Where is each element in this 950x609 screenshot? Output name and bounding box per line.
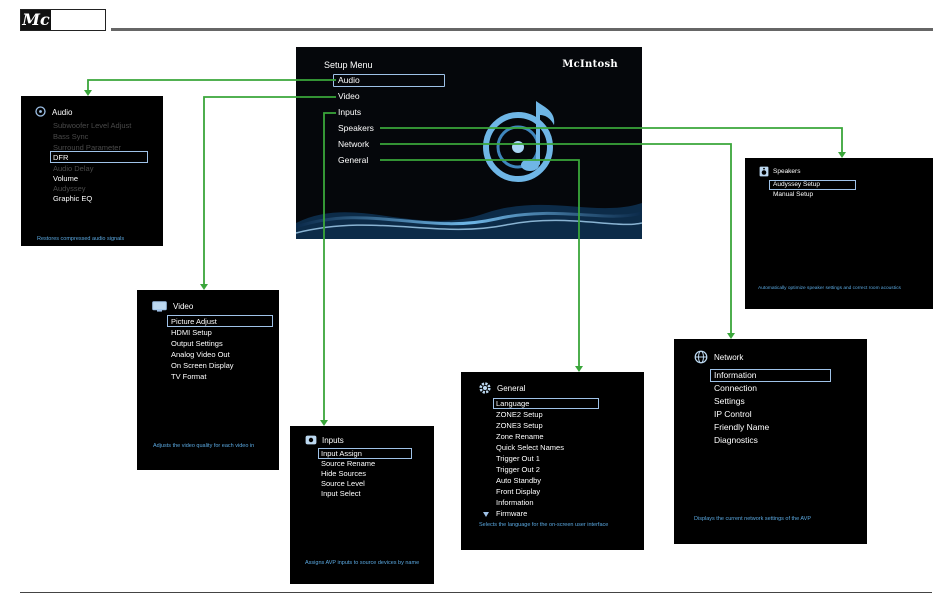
general-item-zone3-setup[interactable]: ZONE3 Setup [496,421,543,430]
menu-item-video[interactable]: Video [338,91,360,101]
general-title: General [497,384,526,393]
inputs-selection-highlight [318,448,412,459]
general-item-language[interactable]: Language [496,399,530,408]
footer-rule [20,592,932,593]
video-item-tv-format[interactable]: TV Format [171,372,207,381]
general-status-text: Selects the language for the on-screen u… [479,522,609,528]
inputs-status-text: Assigns AVP inputs to source devices by … [305,560,420,566]
audio-selection-highlight [50,151,148,163]
inputs-item-source-rename[interactable]: Source Rename [321,459,376,468]
inputs-title: Inputs [322,436,344,445]
video-item-picture-adjust[interactable]: Picture Adjust [171,317,217,326]
audio-item-audio-delay[interactable]: Audio Delay [53,164,94,173]
brand-name: McIntosh [562,59,618,70]
inputs-item-input-assign[interactable]: Input Assign [321,449,362,458]
network-title: Network [714,353,744,362]
network-selection-highlight [710,369,831,382]
gear-icon [479,382,491,394]
wave-graphic [296,203,642,239]
general-panel: General Language ZONE2 Setup ZONE3 Setup… [461,372,644,550]
audio-item-subwoofer-level-adjust[interactable]: Subwoofer Level Adjust [53,121,132,130]
general-selection-highlight [493,398,599,409]
inputs-item-hide-sources[interactable]: Hide Sources [321,469,367,478]
video-panel: Video Picture Adjust HDMI Setup Output S… [137,290,279,470]
video-selection-highlight [167,315,273,327]
inputs-item-input-select[interactable]: Input Select [321,489,361,498]
video-title: Video [173,302,194,311]
network-item-friendly-name[interactable]: Friendly Name [714,422,770,432]
audio-item-bass-sync[interactable]: Bass Sync [53,132,89,141]
video-item-analog-video-out[interactable]: Analog Video Out [171,350,230,359]
menu-item-general[interactable]: General [338,155,369,165]
audio-item-graphic-eq[interactable]: Graphic EQ [53,194,93,203]
audio-title: Audio [52,108,73,117]
setup-menu-screen: Setup Menu McIntosh Audio Video Inputs S… [296,47,642,239]
menu-item-inputs[interactable]: Inputs [338,107,362,117]
music-disc-icon [483,101,555,182]
speakers-title: Speakers [773,168,801,175]
general-item-front-display[interactable]: Front Display [496,487,541,496]
speakers-selection-highlight [769,180,856,190]
speakers-status-text: Automatically optimize speaker settings … [758,286,901,291]
mcintosh-logo: Mc [20,9,106,31]
logo-mark: Mc [21,10,51,30]
general-item-information[interactable]: Information [496,498,534,507]
inputs-icon [305,435,317,445]
audio-item-surround-parameter[interactable]: Surround Parameter [53,143,121,152]
tv-icon [152,301,167,312]
general-item-firmware[interactable]: Firmware [496,509,528,518]
header-rule [111,28,933,31]
audio-panel: Audio Subwoofer Level Adjust Bass Sync S… [21,96,163,246]
video-item-hdmi-setup[interactable]: HDMI Setup [171,328,212,337]
menu-item-audio[interactable]: Audio [338,75,360,85]
network-status-text: Displays the current network settings of… [694,516,811,522]
inputs-item-source-level[interactable]: Source Level [321,479,365,488]
speakers-item-audyssey-setup[interactable]: Audyssey Setup [773,181,820,188]
menu-item-network[interactable]: Network [338,139,370,149]
network-panel: Network Information Connection Settings … [674,339,867,544]
video-item-on-screen-display[interactable]: On Screen Display [171,361,234,370]
scroll-down-icon[interactable] [483,512,489,517]
general-item-zone-rename[interactable]: Zone Rename [496,432,544,441]
general-item-auto-standby[interactable]: Auto Standby [496,476,542,485]
network-item-information[interactable]: Information [714,370,757,380]
audio-item-volume[interactable]: Volume [53,174,79,183]
setup-menu-title: Setup Menu [324,60,373,70]
general-item-trigger-out-1[interactable]: Trigger Out 1 [496,454,540,463]
network-item-settings[interactable]: Settings [714,396,745,406]
menu-item-speakers[interactable]: Speakers [338,123,374,133]
network-item-diagnostics[interactable]: Diagnostics [714,435,758,445]
general-item-trigger-out-2[interactable]: Trigger Out 2 [496,465,540,474]
video-status-text: Adjusts the video quality for each video… [153,443,255,449]
speakers-panel: Speakers Audyssey Setup Manual Setup Aut… [745,158,933,309]
network-item-ip-control[interactable]: IP Control [714,409,752,419]
globe-icon [694,350,708,364]
general-item-quick-select-names[interactable]: Quick Select Names [496,443,564,452]
network-item-connection[interactable]: Connection [714,383,758,393]
audio-item-dfr[interactable]: DFR [53,153,69,162]
video-item-output-settings[interactable]: Output Settings [171,339,223,348]
audio-icon [35,106,46,117]
speaker-icon [759,166,769,177]
audio-item-audyssey[interactable]: Audyssey [53,184,86,193]
speakers-item-manual-setup[interactable]: Manual Setup [773,191,814,198]
inputs-panel: Inputs Input Assign Source Rename Hide S… [290,426,434,584]
audio-status-text: Restores compressed audio signals [37,236,125,242]
general-item-zone2-setup[interactable]: ZONE2 Setup [496,410,543,419]
